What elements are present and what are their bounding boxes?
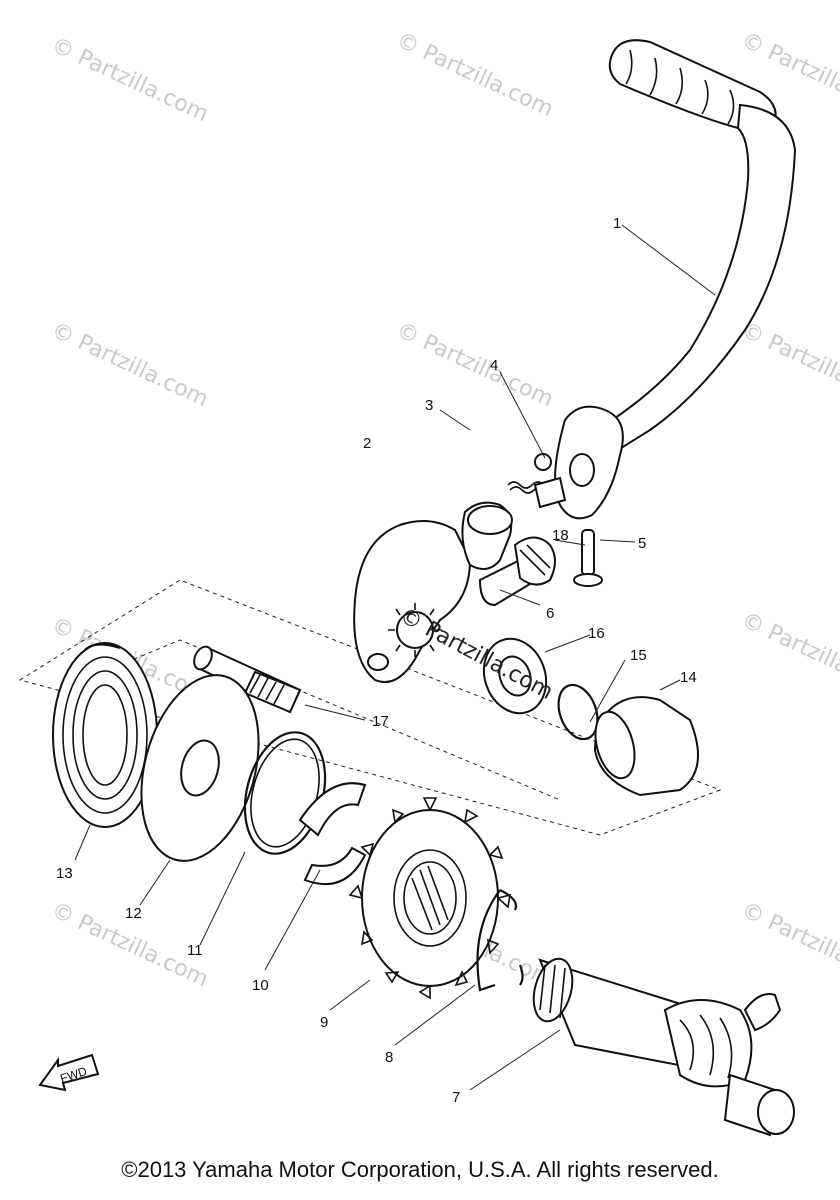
forward-direction-marker: FWD: [38, 1053, 100, 1092]
part-label-15: 15: [630, 647, 647, 664]
watermark: © Partzilla.com: [392, 28, 556, 122]
part-label-3: 3: [425, 397, 433, 414]
kick-boss: [353, 501, 513, 683]
part-label-9: 9: [320, 1014, 328, 1031]
gear-teeth: [388, 603, 442, 657]
shaft-pin: [193, 645, 302, 714]
collar: [593, 696, 699, 797]
part-label-8: 8: [385, 1049, 393, 1066]
watermark: © Partzilla.com: [47, 318, 211, 412]
part-label-2: 2: [363, 435, 371, 452]
leader-lines: [74, 224, 716, 1091]
circlip-small: [557, 683, 599, 741]
watermark: © Partzilla.com: [737, 318, 840, 412]
part-label-1: 1: [613, 215, 621, 232]
part-label-10: 10: [252, 977, 269, 994]
kick-shaft: [532, 957, 795, 1137]
part-label-18: 18: [552, 527, 569, 544]
part-label-5: 5: [638, 535, 646, 552]
spring-cover: [140, 674, 260, 862]
watermark: © Partzilla.com: [47, 33, 211, 127]
part-label-4: 4: [490, 357, 498, 374]
pin: [573, 529, 603, 587]
part-label-17: 17: [372, 713, 389, 730]
watermark: © Partzilla.com: [737, 898, 840, 992]
part-label-7: 7: [452, 1089, 460, 1106]
bolt: [478, 536, 556, 607]
part-label-11: 11: [187, 942, 203, 959]
part-label-12: 12: [125, 905, 142, 922]
torsion-spring: [52, 642, 158, 828]
copyright-footer: ©2013 Yamaha Motor Corporation, U.S.A. A…: [121, 1157, 719, 1182]
ball-and-spring: [507, 453, 567, 509]
watermark: © Partzilla.com: [737, 608, 840, 702]
part-label-6: 6: [546, 605, 554, 622]
watermark: © Partzilla.com: [392, 318, 556, 412]
part-label-14: 14: [680, 669, 697, 686]
clip: [476, 889, 524, 992]
bearing: [482, 637, 548, 715]
half-washers: [298, 782, 367, 885]
kick-gear: [348, 797, 511, 1000]
kick-crank-lever: [554, 39, 797, 520]
part-labels: 1 2 3 4 5 6 7 8 9 10 11 12 13 14 15 16 1…: [56, 215, 697, 1106]
exploded-parts-diagram: © Partzilla.com © Partzilla.com © Partzi…: [18, 28, 840, 1137]
part-label-16: 16: [588, 625, 605, 642]
part-label-13: 13: [56, 865, 73, 882]
